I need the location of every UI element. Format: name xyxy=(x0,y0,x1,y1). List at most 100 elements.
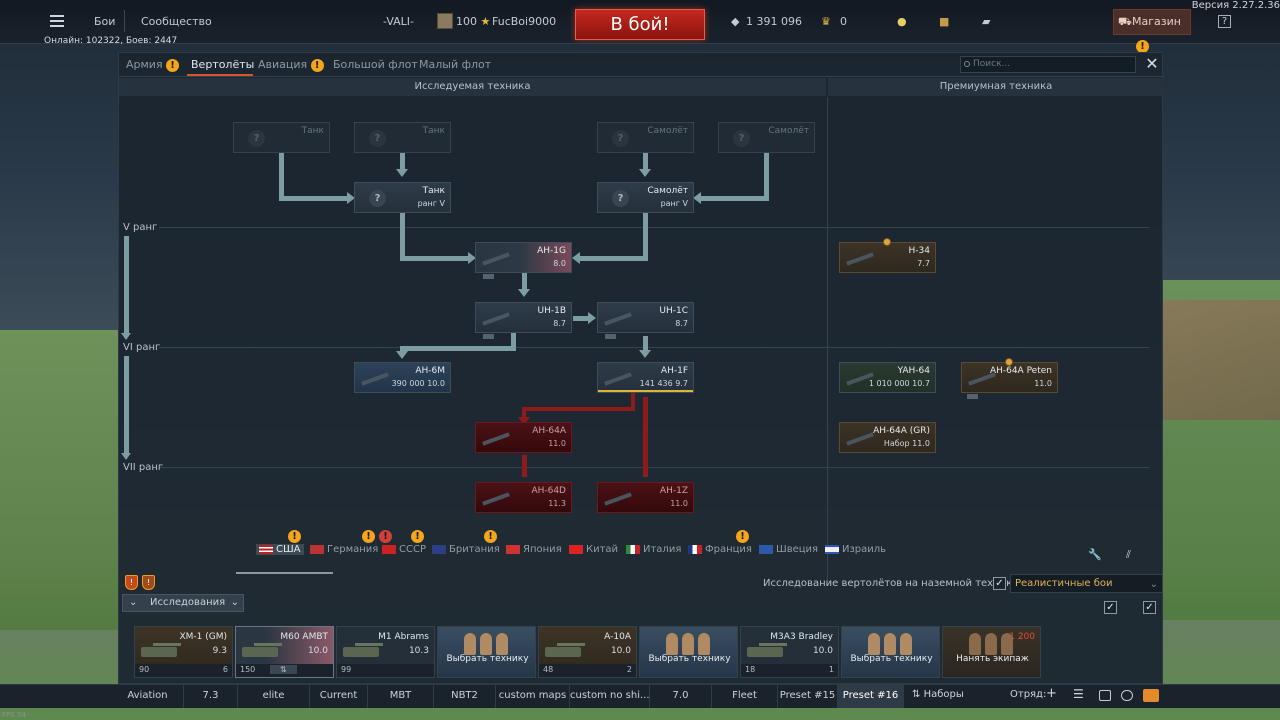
event-shield-icon[interactable]: ! xyxy=(142,575,155,590)
hire-crew-slot[interactable]: 1 200 Нанять экипаж xyxy=(942,626,1041,678)
chat-icon[interactable] xyxy=(1121,690,1133,701)
list-icon[interactable]: ☰ xyxy=(1073,687,1084,701)
helicopter-icon xyxy=(602,491,636,507)
squad-label: Отряд: xyxy=(1010,689,1047,700)
avatar[interactable] xyxy=(437,13,453,29)
country-italy[interactable]: Италия xyxy=(626,544,681,555)
crew-icon xyxy=(864,629,920,655)
preset-tab[interactable]: 7.0 xyxy=(650,684,712,708)
vehicle-card-unknown-plane[interactable]: ?Самолёт xyxy=(718,122,815,153)
country-usa[interactable]: США xyxy=(256,544,304,555)
country-japan[interactable]: Япония xyxy=(506,544,562,555)
connector-arrow xyxy=(468,252,476,264)
country-sweden[interactable]: Швеция xyxy=(759,544,818,555)
country-britain[interactable]: Британия xyxy=(432,544,500,555)
research-button[interactable]: ⌄Исследования⌄ xyxy=(122,594,244,612)
preset-tab[interactable]: Aviation xyxy=(112,684,184,708)
warning-icon: ! xyxy=(411,530,424,543)
community-menu[interactable]: Сообщество xyxy=(141,15,212,28)
tab-helicopters[interactable]: Вертолёты xyxy=(191,58,255,71)
country-china[interactable]: Китай xyxy=(569,544,618,555)
crew-slot-select-vehicle[interactable]: Выбрать технику xyxy=(639,626,738,678)
question-icon: ? xyxy=(612,190,629,207)
connector xyxy=(764,153,769,201)
mail-icon[interactable] xyxy=(1143,689,1159,702)
country-germany[interactable]: Германия xyxy=(310,544,378,555)
preset-tab[interactable]: Fleet xyxy=(712,684,778,708)
country-selector: США ! Германия ! ! СССР ! Британия ! Япо… xyxy=(136,530,896,560)
preset-tab[interactable]: custom no shi... xyxy=(570,684,650,708)
country-ussr[interactable]: СССР xyxy=(382,544,426,555)
connector-arrow xyxy=(396,169,408,177)
preset-tab[interactable]: 7.3 xyxy=(184,684,238,708)
help-button[interactable]: ? xyxy=(1218,15,1231,28)
helicopter-icon xyxy=(359,371,393,387)
preset-tab[interactable]: custom maps xyxy=(496,684,570,708)
vehicle-card-unknown-tank[interactable]: ?Танк xyxy=(354,122,451,153)
add-squad-member-icon[interactable]: + xyxy=(1046,686,1057,701)
country-france[interactable]: Франция xyxy=(688,544,752,555)
preset-tab[interactable]: MBT xyxy=(368,684,434,708)
battles-menu[interactable]: Бои xyxy=(94,15,116,28)
tab-bigfleet[interactable]: Большой флот xyxy=(333,58,418,71)
event-shield-icon[interactable]: ! xyxy=(125,575,138,590)
preset-tab[interactable]: elite xyxy=(238,684,310,708)
close-icon[interactable]: ✕ xyxy=(1145,54,1159,73)
preset-tab[interactable]: Current xyxy=(310,684,368,708)
vehicle-card-ah-64a-gr[interactable]: AH-64A (GR)Набор 11.0 xyxy=(839,422,936,453)
crew-slot-select-vehicle[interactable]: Выбрать технику xyxy=(437,626,536,678)
column-divider xyxy=(827,97,828,581)
tab-army[interactable]: Армия ! xyxy=(126,58,180,72)
country-israel[interactable]: Израиль xyxy=(825,544,886,555)
crew-slot-select-vehicle[interactable]: Выбрать технику xyxy=(841,626,940,678)
search-input[interactable]: Поиск... xyxy=(960,56,1136,73)
lightbulb-icon[interactable]: ● xyxy=(897,15,907,28)
connector-arrow xyxy=(572,252,580,264)
presets-button[interactable]: ⇅ Наборы xyxy=(912,689,964,700)
preset-bar xyxy=(0,684,1280,708)
to-battle-button[interactable]: В бой! xyxy=(575,9,705,40)
tab-aviation[interactable]: Авиация ! xyxy=(258,58,324,72)
repair-checkbox[interactable]: ✓ xyxy=(1104,601,1117,614)
tab-smallfleet[interactable]: Малый флот xyxy=(419,58,492,71)
rank-5-label: V ранг xyxy=(123,222,158,233)
rank-line xyxy=(159,347,1149,348)
tank-icon xyxy=(343,641,383,659)
wrench-icon[interactable]: 🔧 xyxy=(1088,548,1102,561)
hamburger-menu-icon[interactable] xyxy=(50,15,64,27)
ammo-icon[interactable]: ⫽ xyxy=(1126,548,1131,561)
ticket-icon[interactable]: ▰ xyxy=(982,15,991,28)
player-nickname[interactable]: FucBoi9000 xyxy=(492,15,557,28)
research-helicopters-checkbox[interactable]: ✓ xyxy=(993,577,1006,590)
warbond-icon[interactable]: ■ xyxy=(939,15,950,28)
ammo-checkbox[interactable]: ✓ xyxy=(1143,601,1156,614)
game-mode-select[interactable]: Реалистичные бои⌄ xyxy=(1010,574,1163,593)
preset-tab-active[interactable]: Preset #16 xyxy=(838,684,904,708)
connector-arrow xyxy=(518,417,530,425)
fps-counter: FPS 34 xyxy=(2,711,26,719)
preset-tab[interactable]: Preset #15 xyxy=(778,684,838,708)
vehicle-card-unknown-tank[interactable]: ?Танк xyxy=(233,122,330,153)
shop-button[interactable]: ⛟ Магазин ! xyxy=(1113,9,1191,53)
friends-icon[interactable] xyxy=(1099,690,1111,701)
vehicle-card-unknown-plane[interactable]: ?Самолёт xyxy=(597,122,694,153)
preset-tab[interactable]: NBT2 xyxy=(434,684,496,708)
